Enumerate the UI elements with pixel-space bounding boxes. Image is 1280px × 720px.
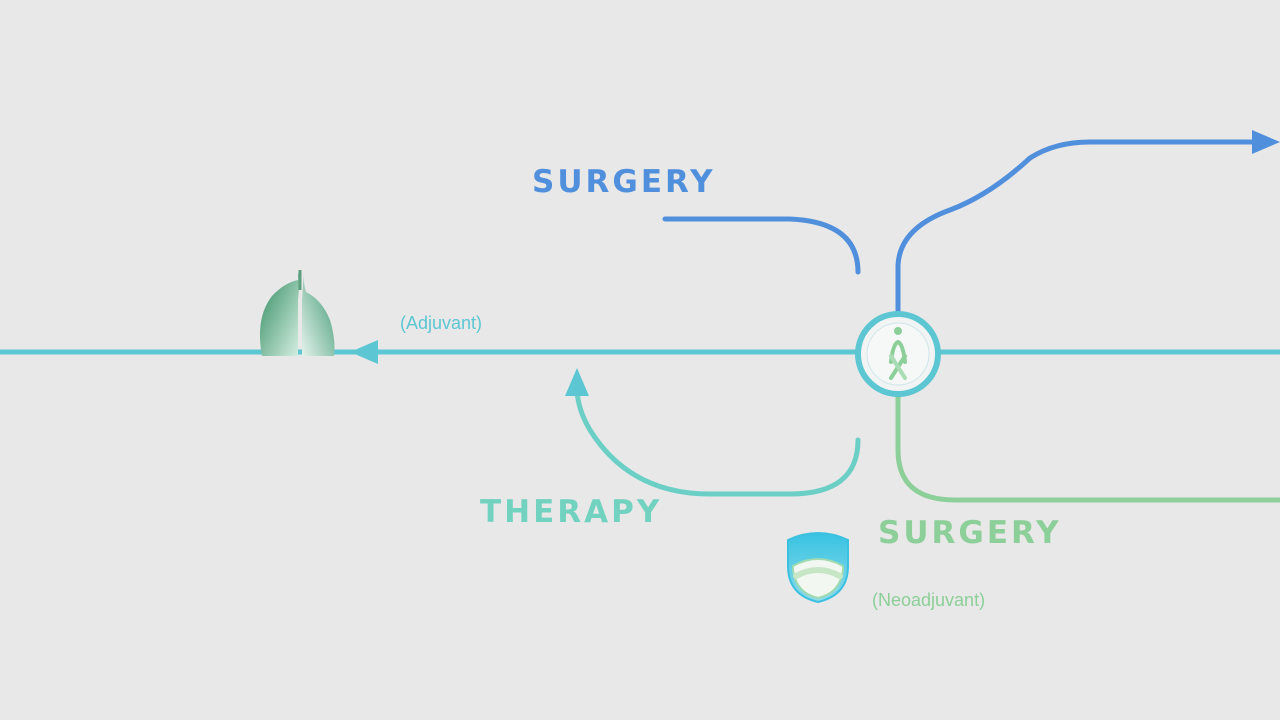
therapy-label: THERAPY — [480, 494, 663, 530]
surgery-exit-curve — [895, 139, 1261, 315]
top-right-arrowhead — [1252, 130, 1280, 154]
surgery-bottom-label: SURGERY — [878, 515, 1062, 551]
shield-icon — [787, 532, 849, 604]
lungs-icon — [259, 270, 335, 356]
surgery-entry-curve — [662, 216, 861, 275]
neoadjuvant-curve — [895, 393, 1280, 503]
central-node[interactable] — [855, 311, 941, 397]
therapy-arrowhead — [565, 368, 589, 396]
adjuvant-label: (Adjuvant) — [400, 313, 483, 333]
left-arrowhead — [350, 340, 378, 364]
therapy-loop-curve — [574, 387, 861, 497]
neoadjuvant-label: (Neoadjuvant) — [872, 590, 986, 610]
surgery-top-label: SURGERY — [532, 164, 716, 200]
awareness-ribbon-icon — [889, 327, 907, 380]
